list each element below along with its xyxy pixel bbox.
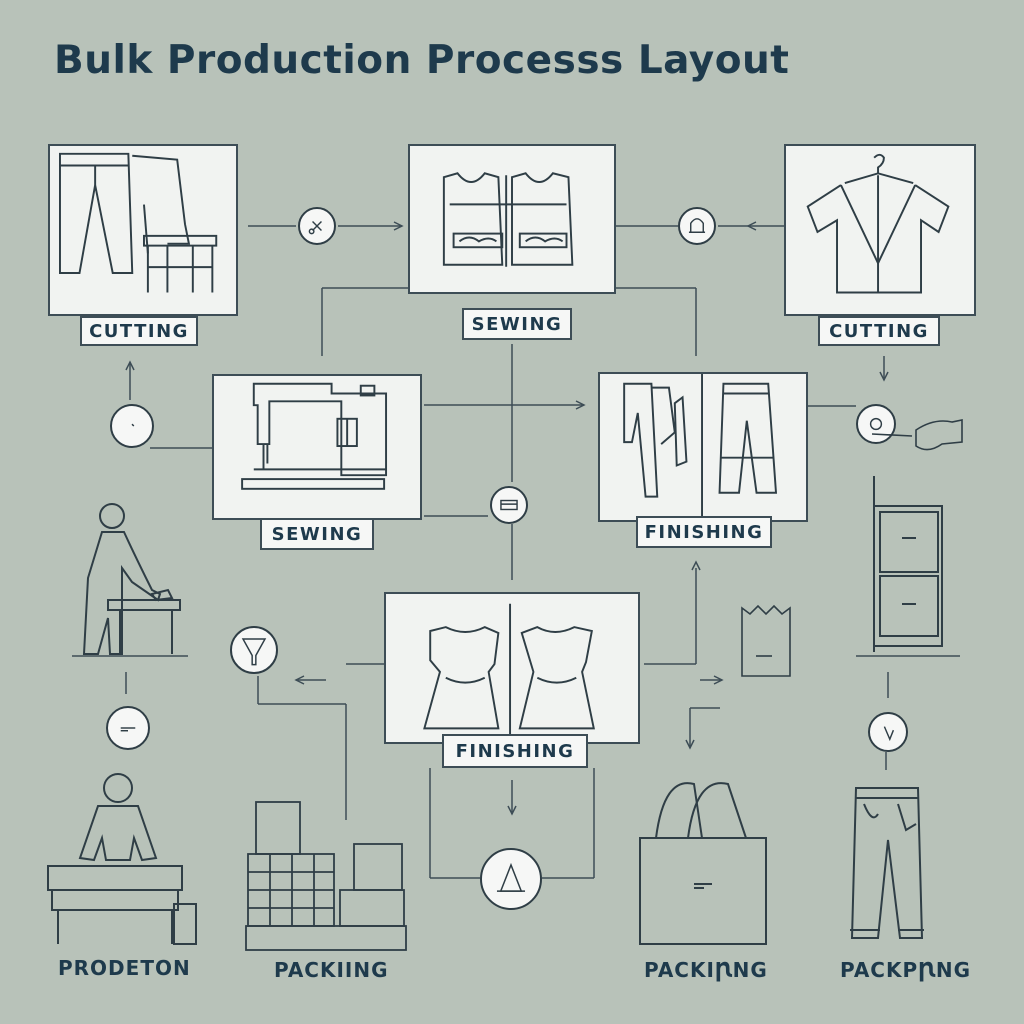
prodeton-label: PRODETON [58,956,191,980]
sewing-mid-panel [212,374,422,520]
funnel-node-icon [230,626,278,674]
needle-node-icon [868,712,908,752]
packing-label-1: PACKIING [274,958,389,982]
worker-ironing-icon [72,498,192,658]
packing-label-2: PACKIꞂNG [644,958,768,982]
finishing-bottom-label: FINISHING [442,734,588,768]
finishing-mid-label: FINISHING [636,516,772,548]
garment-vests-icon [442,172,574,267]
sewing-mid-label: SEWING [260,518,374,550]
sewing-top-panel [408,144,616,294]
packing-boxes-icon [244,798,408,952]
hand-roller-icon [871,410,964,460]
cabinet-icon [858,476,950,652]
cone-node-icon [480,848,542,910]
sewing-machine-icon [241,382,388,490]
scissors-node-icon [298,207,336,245]
page-title: Bulk Production Processs Layout [54,38,790,83]
cutting-right-panel [784,144,976,316]
pants-icon [623,374,778,520]
thread-spool-node-icon [678,207,716,245]
finishing-mid-panel [598,372,808,522]
worker-at-table-icon [46,768,198,948]
jeans-icon [846,784,926,944]
trousers-and-table-icon [58,152,218,293]
cutting-right-label: CUTTING [818,316,940,346]
finishing-bottom-panel [384,592,640,744]
packing-label-3: PACKPꞂNG [840,958,972,982]
shopping-bag-icon [636,780,772,950]
roller-node-icon [856,404,896,444]
dash-node-icon [106,706,150,750]
tag-icon [738,604,794,680]
cutting-left-panel [48,144,238,316]
egg-node-icon [110,404,154,448]
cutting-left-label: CUTTING [80,316,198,346]
sewing-top-label: SEWING [462,308,572,340]
shirt-on-hanger-icon [806,153,950,294]
tray-node-icon [490,486,528,524]
dress-tops-icon [423,603,595,741]
